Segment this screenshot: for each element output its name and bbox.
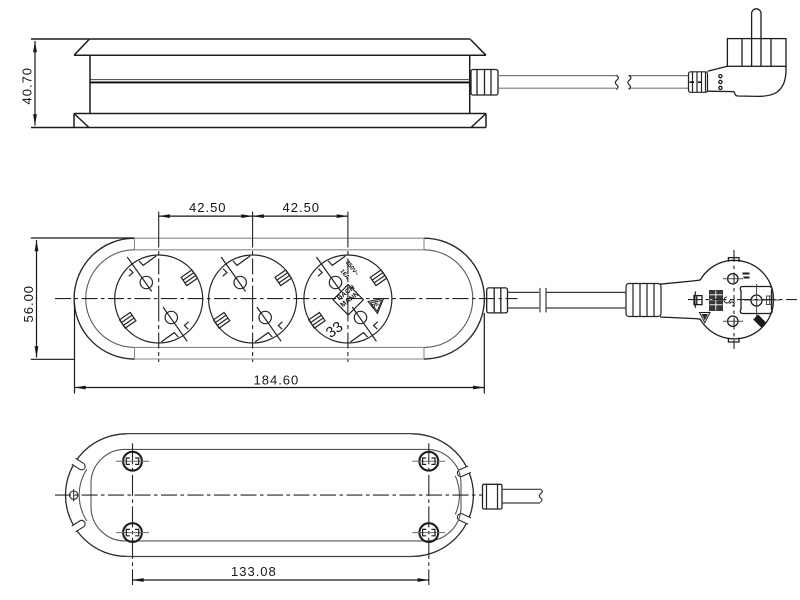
svg-text:42.50: 42.50 <box>283 200 321 215</box>
svg-text:40.70: 40.70 <box>20 67 35 105</box>
svg-text:33: 33 <box>323 318 346 342</box>
svg-text:DE: DE <box>370 301 380 311</box>
svg-text:133.08: 133.08 <box>231 564 277 579</box>
svg-text:56.00: 56.00 <box>21 285 36 323</box>
svg-text:184.60: 184.60 <box>254 373 300 388</box>
svg-text:16A: 16A <box>338 269 350 282</box>
svg-text:42.50: 42.50 <box>189 200 227 215</box>
